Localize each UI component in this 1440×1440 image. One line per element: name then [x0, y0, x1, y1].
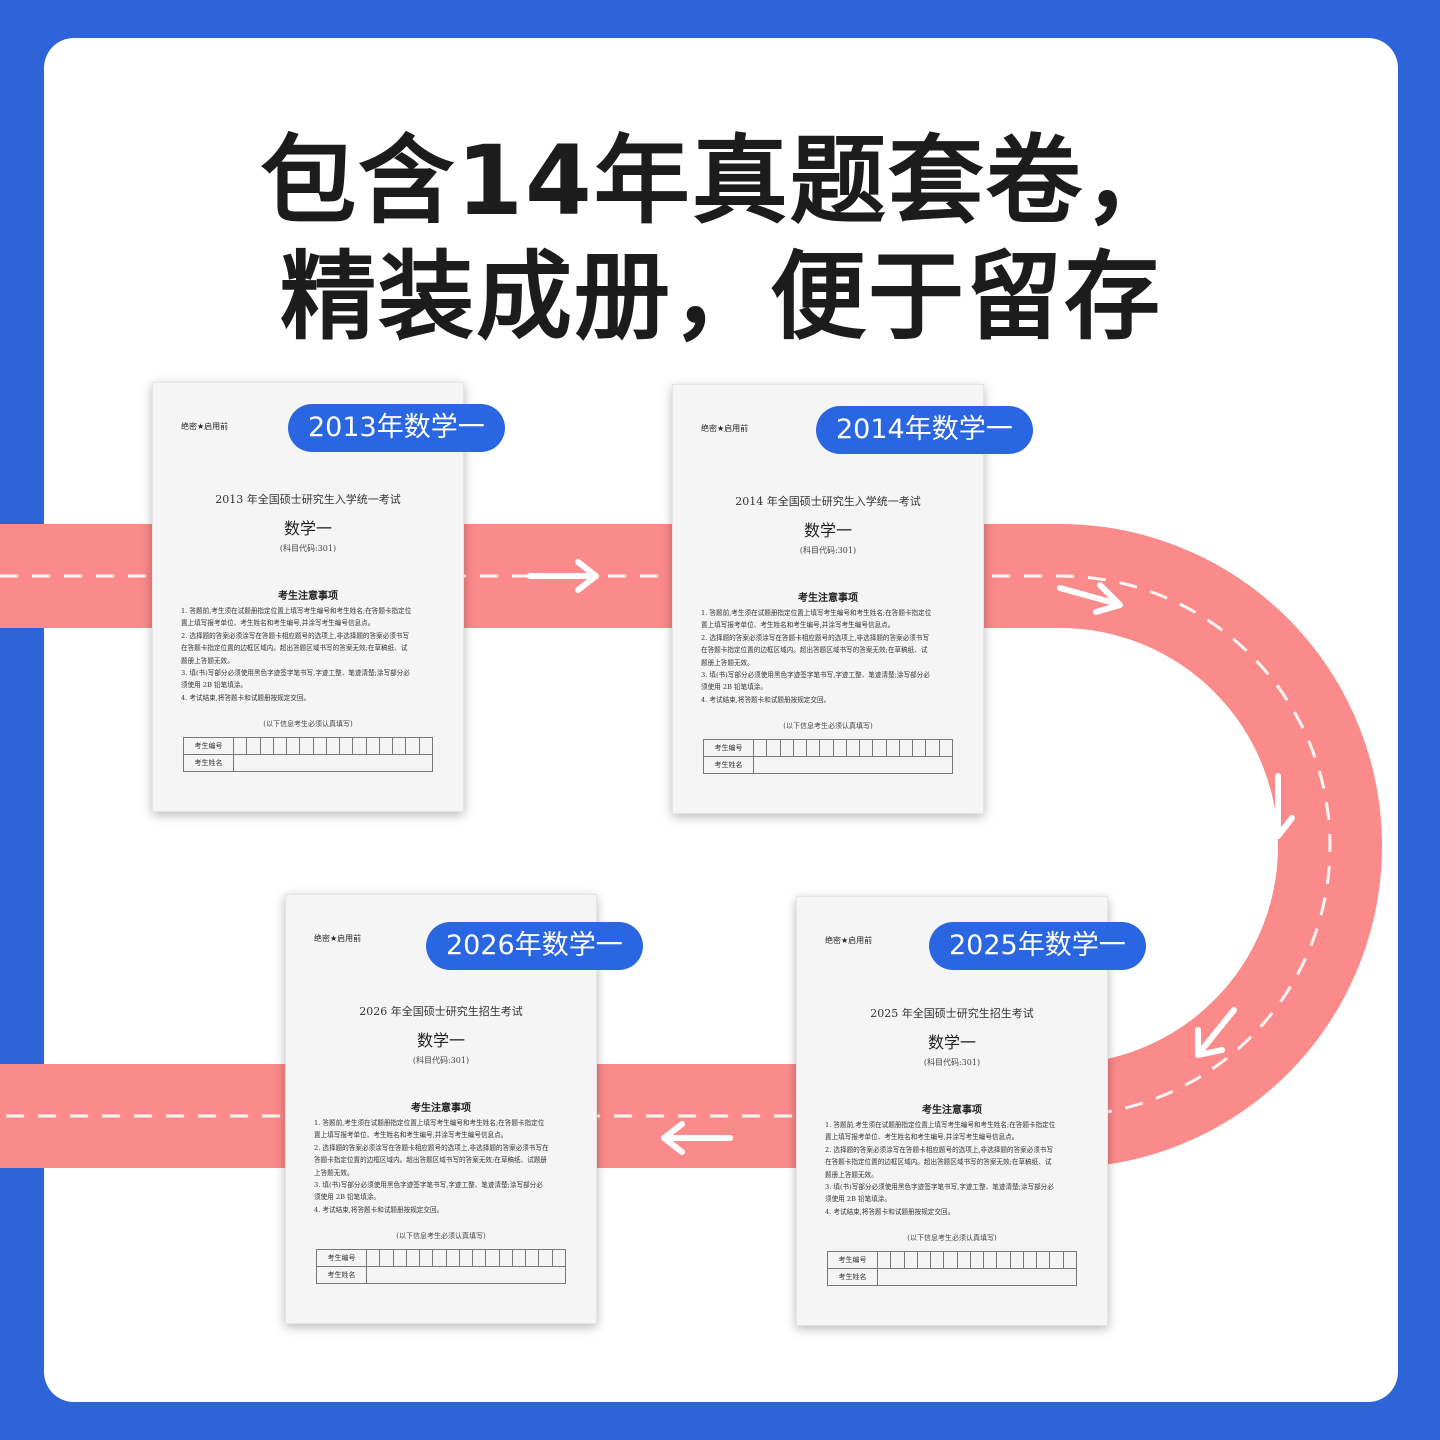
paper-code: (科目代码:301) [923, 1058, 981, 1067]
rule-line: 须使用 2B 铅笔填涂。 [825, 1195, 891, 1204]
row-label-id: 考生编号 [183, 737, 234, 755]
rule-line: 须使用 2B 铅笔填涂。 [701, 683, 767, 692]
rule-line: 3. 填(书)写部分必须使用黑色字迹签字笔书写,字迹工整、笔迹清楚;涂写部分必 [701, 671, 930, 680]
row-label-name: 考生姓名 [703, 756, 754, 774]
paper-subject: 数学一 [283, 519, 332, 538]
paper-info-table: 考生编号 考生姓名 [183, 737, 434, 772]
rule-line: 4. 考试结束,将答题卡和试题册按规定交回。 [181, 693, 311, 702]
rule-line: 2. 选择题的答案必须涂写在答题卡相应题号的选项上,非选择题的答案必须书写 [181, 631, 410, 640]
rule-line: 1. 答题前,考生须在试题册指定位置上填写考生编号和考生姓名;在答题卡指定位 [825, 1121, 1056, 1129]
row-label-id: 考生编号 [703, 739, 754, 757]
rule-line: 须使用 2B 铅笔填涂。 [314, 1193, 380, 1202]
paper-secret-mark: 绝密★启用前 [825, 936, 873, 945]
badge-2025: 2025年数学一 [929, 922, 1146, 970]
rule-line: 3. 填(书)写部分必须使用黑色字迹签字笔书写,字迹工整、笔迹清楚;涂写部分必 [314, 1181, 543, 1190]
paper-title: 2026 年全国硕士研究生招生考试 [359, 1005, 523, 1018]
rule-line: 3. 填(书)写部分必须使用黑色字迹签字笔书写,字迹工整、笔迹清楚;涂写部分必 [181, 669, 410, 678]
rule-line: 2. 选择题的答案必须涂写在答题卡相应题号的选项上,非选择题的答案必须书写在 [314, 1143, 549, 1152]
paper-rules: 1. 答题前,考生须在试题册指定位置上填写考生编号和考生姓名;在答题卡指定位 置… [314, 1117, 576, 1216]
paper-fill-note: (以下信息考生必须认真填写) [263, 720, 353, 728]
paper-notice-heading: 考生注意事项 [798, 593, 858, 604]
paper-notice-heading: 考生注意事项 [278, 591, 338, 602]
paper-info-table: 考生编号 考生姓名 [316, 1249, 567, 1284]
paper-secret-mark: 绝密★启用前 [701, 424, 749, 433]
paper-fill-note: (以下信息考生必须认真填写) [907, 1234, 997, 1242]
row-label-id: 考生编号 [316, 1249, 367, 1267]
rule-line: 答题卡指定位置的边框区域内。超出答题区域书写的答案无效;在草稿纸、试题册 [314, 1156, 548, 1165]
paper-rules: 1. 答题前,考生须在试题册指定位置上填写考生编号和考生姓名;在答题卡指定位 置… [825, 1119, 1087, 1218]
rule-line: 2. 选择题的答案必须涂写在答题卡相应题号的选项上,非选择题的答案必须书写 [701, 633, 930, 642]
rule-line: 4. 考试结束,将答题卡和试题册按规定交回。 [314, 1205, 444, 1214]
rule-line: 题册上答题无效。 [701, 658, 754, 667]
headline-line-1: 包含14年真题套卷， [260, 125, 1182, 237]
exam-paper-2013: 绝密★启用前 2013 年全国硕士研究生入学统一考试 数学一 (科目代码:301… [152, 382, 464, 812]
rule-line: 题册上答题无效。 [825, 1170, 878, 1179]
rule-line: 3. 填(书)写部分必须使用黑色字迹签字笔书写,字迹工整、笔迹清楚;涂写部分必 [825, 1183, 1054, 1192]
paper-rules: 1. 答题前,考生须在试题册指定位置上填写考生编号和考生姓名;在答题卡指定位 置… [701, 607, 963, 706]
exam-paper-2026: 绝密★启用前 2026 年全国硕士研究生招生考试 数学一 (科目代码:301) … [285, 894, 597, 1324]
paper-rules: 1. 答题前,考生须在试题册指定位置上填写考生编号和考生姓名;在答题卡指定位 置… [181, 605, 443, 704]
row-label-name: 考生姓名 [183, 754, 234, 772]
rule-line: 4. 考试结束,将答题卡和试题册按规定交回。 [825, 1207, 955, 1216]
paper-subject: 数学一 [416, 1031, 465, 1050]
badge-2014: 2014年数学一 [816, 406, 1033, 454]
paper-title: 2013 年全国硕士研究生入学统一考试 [215, 493, 401, 506]
row-label-name: 考生姓名 [316, 1266, 367, 1284]
paper-subject: 数学一 [927, 1033, 976, 1052]
paper-title: 2025 年全国硕士研究生招生考试 [870, 1007, 1034, 1020]
paper-secret-mark: 绝密★启用前 [181, 422, 229, 431]
rule-line: 置上填写报考单位、考生姓名和考生编号,并涂写考生编号信息点。 [701, 621, 895, 630]
paper-code: (科目代码:301) [799, 546, 857, 555]
rule-line: 1. 答题前,考生须在试题册指定位置上填写考生编号和考生姓名;在答题卡指定位 [314, 1119, 545, 1127]
badge-2013: 2013年数学一 [288, 404, 505, 452]
row-label-id: 考生编号 [827, 1251, 878, 1269]
paper-secret-mark: 绝密★启用前 [314, 934, 362, 943]
badge-2026: 2026年数学一 [426, 922, 643, 970]
rule-line: 在答题卡指定位置的边框区域内。超出答题区域书写的答案无效;在草稿纸、试 [181, 644, 408, 653]
paper-fill-note: (以下信息考生必须认真填写) [783, 722, 873, 730]
rule-line: 须使用 2B 铅笔填涂。 [181, 681, 247, 690]
rule-line: 在答题卡指定位置的边框区域内。超出答题区域书写的答案无效;在草稿纸、试 [825, 1158, 1052, 1167]
rule-line: 上答题无效。 [314, 1168, 354, 1177]
rule-line: 置上填写报考单位、考生姓名和考生编号,并涂写考生编号信息点。 [181, 619, 375, 628]
row-label-name: 考生姓名 [827, 1268, 878, 1286]
exam-paper-2014: 绝密★启用前 2014 年全国硕士研究生入学统一考试 数学一 (科目代码:301… [672, 384, 984, 814]
rule-line: 1. 答题前,考生须在试题册指定位置上填写考生编号和考生姓名;在答题卡指定位 [181, 607, 412, 615]
paper-info-table: 考生编号 考生姓名 [703, 739, 954, 774]
paper-code: (科目代码:301) [412, 1056, 470, 1065]
paper-notice-heading: 考生注意事项 [411, 1103, 471, 1114]
rule-line: 置上填写报考单位、考生姓名和考生编号,并涂写考生编号信息点。 [314, 1131, 508, 1140]
paper-code: (科目代码:301) [279, 544, 337, 553]
paper-fill-note: (以下信息考生必须认真填写) [396, 1232, 486, 1240]
headline-line-2: 精装成册，便于留存 [280, 241, 1162, 353]
rule-line: 4. 考试结束,将答题卡和试题册按规定交回。 [701, 695, 831, 704]
rule-line: 2. 选择题的答案必须涂写在答题卡相应题号的选项上,非选择题的答案必须书写 [825, 1145, 1054, 1154]
paper-title: 2014 年全国硕士研究生入学统一考试 [735, 495, 921, 508]
paper-info-table: 考生编号 考生姓名 [827, 1251, 1078, 1286]
rule-line: 在答题卡指定位置的边框区域内。超出答题区域书写的答案无效;在草稿纸、试 [701, 646, 928, 655]
rule-line: 置上填写报考单位、考生姓名和考生编号,并涂写考生编号信息点。 [825, 1133, 1019, 1142]
rule-line: 1. 答题前,考生须在试题册指定位置上填写考生编号和考生姓名;在答题卡指定位 [701, 609, 932, 617]
paper-notice-heading: 考生注意事项 [922, 1105, 982, 1116]
rule-line: 题册上答题无效。 [181, 656, 234, 665]
paper-subject: 数学一 [803, 521, 852, 540]
